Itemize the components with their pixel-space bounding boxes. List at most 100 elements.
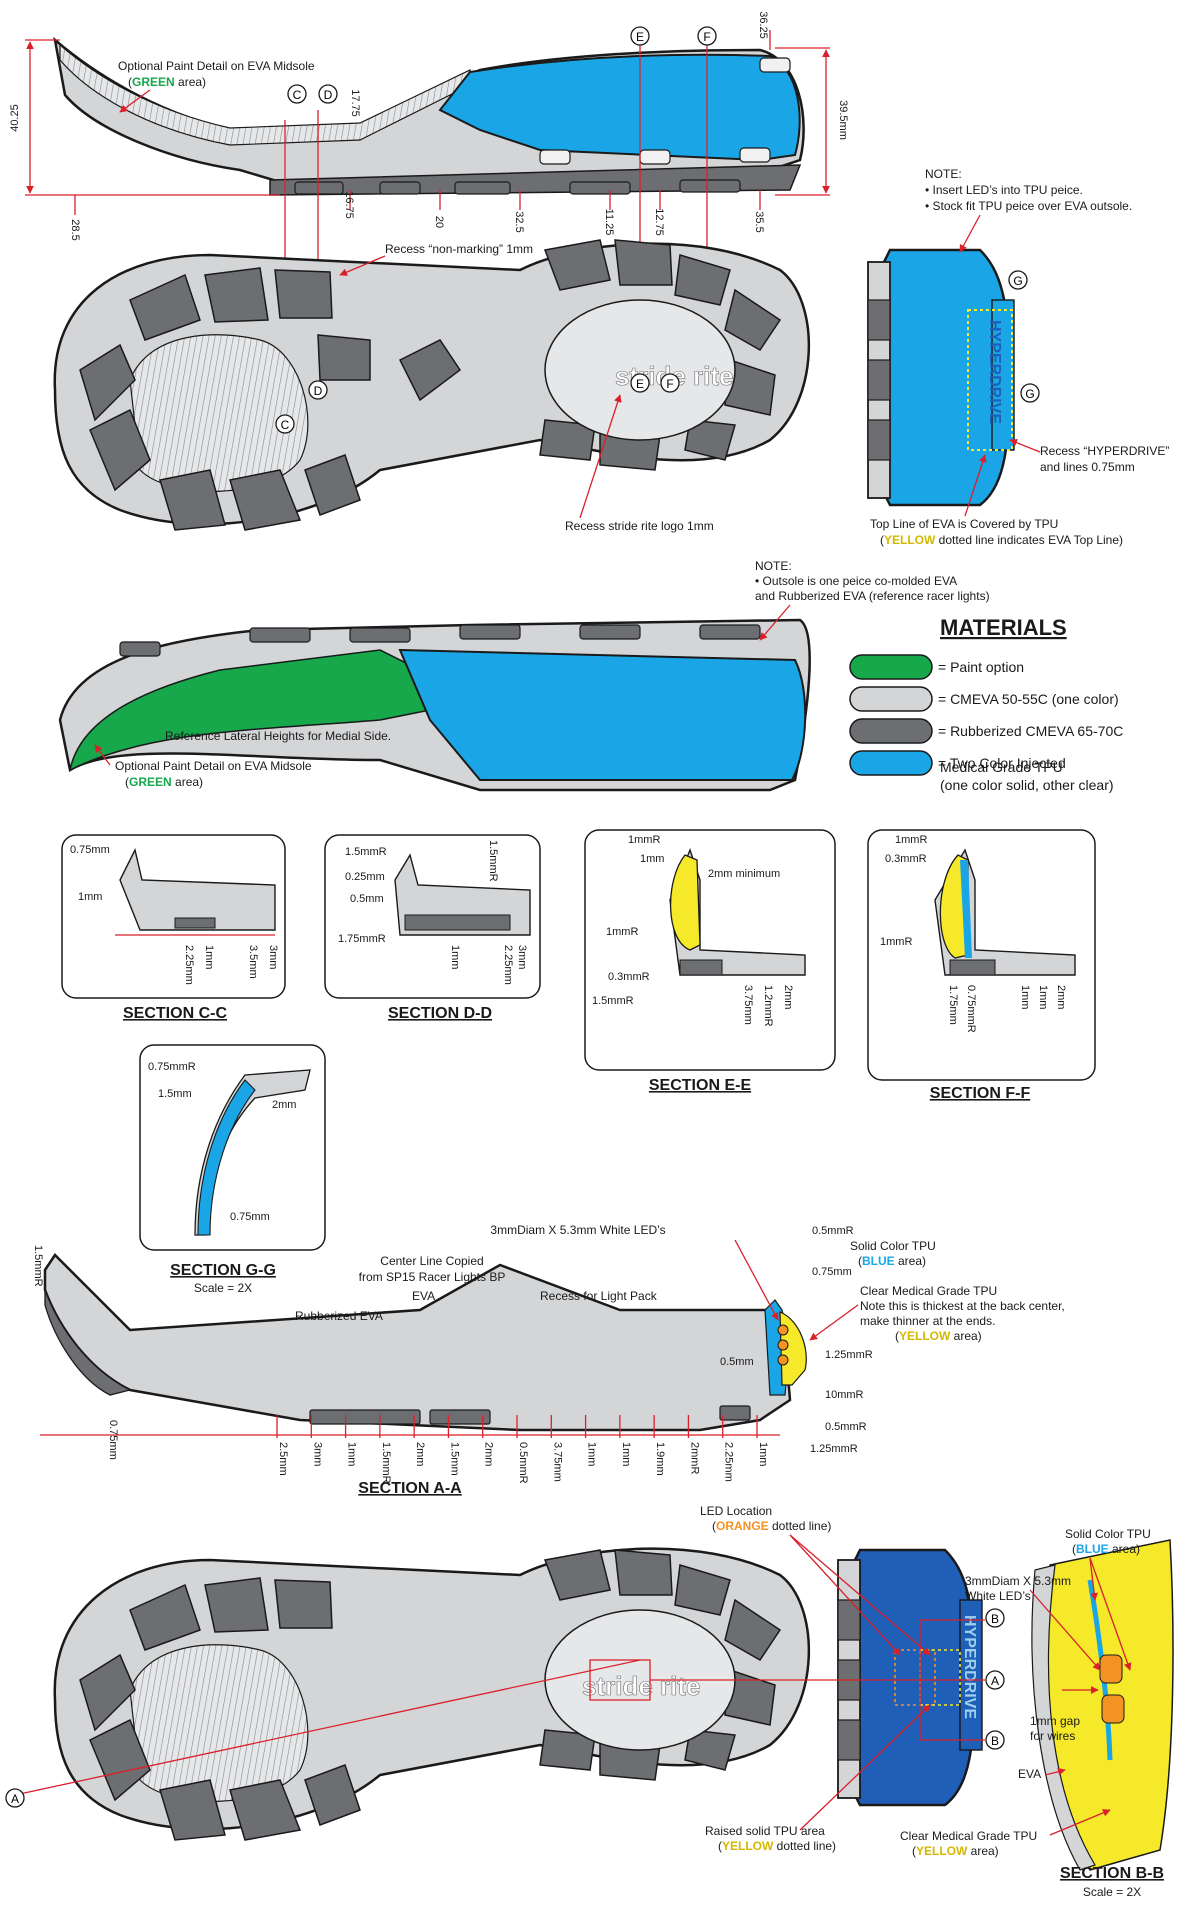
yellow-word-bb: YELLOW	[916, 1844, 968, 1858]
dim-bottom-2: 20	[433, 216, 445, 228]
material-label: = Paint option	[938, 659, 1024, 675]
paint-detail-top-line1: Optional Paint Detail on EVA Midsole	[118, 59, 315, 73]
marker-e-top-label: E	[636, 30, 644, 44]
ee-label-3: 1mmR	[606, 926, 638, 938]
section-cc-title: SECTION C-C	[123, 1005, 227, 1022]
clear-tpu-bb-rest: area)	[967, 1844, 998, 1858]
section-bb: Solid Color TPU (BLUE area) 3mmDiam X 5.…	[900, 1527, 1174, 1899]
ff-dim-2: 1mm	[1019, 985, 1031, 1009]
eva-label: EVA	[412, 1289, 435, 1303]
hyperdrive-wordmark-top: HYPERDRIVE	[986, 320, 1003, 424]
callout-raised-tpu: Raised solid TPU area (YELLOW dotted lin…	[705, 1704, 931, 1853]
aa-dim: 2mmR	[688, 1442, 700, 1474]
section-dd-title: SECTION D-D	[388, 1005, 492, 1022]
aa-label-6: 10mmR	[825, 1389, 864, 1401]
materials-title: MATERIALS	[940, 615, 1067, 640]
ee-label-5: 1.5mmR	[592, 995, 634, 1007]
aa-dim: 1mm	[620, 1442, 632, 1466]
marker-d-top: D	[318, 84, 338, 104]
led-location-rest: dotted line)	[769, 1519, 832, 1533]
paint-detail-top-line2: (GREEN area)	[128, 75, 206, 89]
recess-logo: Recess stride rite logo 1mm	[565, 519, 714, 533]
note-led-1: • Insert LED’s into TPU peice.	[925, 183, 1083, 197]
section-gg: 0.75mmR 1.5mm 2mm 0.75mm SECTION G-G Sca…	[139, 1044, 326, 1295]
stride-rite-logo-lower: stride rite	[582, 1671, 701, 1701]
aa-label-8: 1.25mmR	[810, 1443, 858, 1455]
gg-label-0: 0.75mmR	[148, 1061, 196, 1073]
cc-dim-2: 3.5mm	[247, 945, 259, 979]
note-outsole-2: and Rubberized EVA (reference racer ligh…	[755, 589, 990, 603]
section-aa-title: SECTION A-A	[358, 1480, 462, 1497]
center-line-1: from SP15 Racer Lights BP	[359, 1270, 506, 1284]
material-label: = Rubberized CMEVA 65-70C	[938, 723, 1123, 739]
aa-dim: 2mm	[483, 1442, 495, 1466]
dim-left-height: 40.25	[9, 104, 21, 132]
aa-dim: 1mm	[346, 1442, 358, 1466]
dim-right-height: 39.5mm	[837, 100, 849, 140]
marker-c-top-label: C	[293, 88, 302, 102]
marker-b-upper: B	[985, 1608, 1005, 1628]
ff-dim-4: 2mm	[1055, 985, 1067, 1009]
materials-extra-1: (one color solid, other clear)	[940, 777, 1114, 793]
marker-c-sole: C	[275, 414, 295, 434]
marker-d-sole-label: D	[314, 384, 323, 398]
led-spec: 3mmDiam X 5.3mm White LED’s	[490, 1223, 665, 1237]
yellow-word: YELLOW	[884, 533, 936, 547]
ff-label-2: 1mmR	[880, 936, 912, 948]
center-line-0: Center Line Copied	[380, 1254, 483, 1268]
marker-b-lower-label: B	[991, 1734, 999, 1748]
dd-label-1: 0.25mm	[345, 871, 385, 883]
section-gg-title: SECTION G-G	[170, 1262, 276, 1279]
marker-f-sole-label: F	[666, 377, 673, 391]
section-bb-title: SECTION B-B	[1060, 1865, 1164, 1882]
materials-legend: MATERIALS = Paint option= CMEVA 50-55C (…	[849, 615, 1123, 793]
ff-label-0: 1mmR	[895, 834, 927, 846]
material-swatch	[849, 686, 933, 712]
clear-tpu-1: Note this is thickest at the back center…	[860, 1299, 1065, 1313]
marker-a-lower: A	[5, 1788, 25, 1808]
cc-dim-3: 3mm	[267, 945, 279, 969]
ee-dim-2: 2mm	[782, 985, 794, 1009]
aa-dim: 2.5mm	[277, 1442, 289, 1476]
marker-a-right-label: A	[991, 1674, 999, 1688]
recess-hyperdrive-0: Recess “HYPERDRIVE”	[1040, 444, 1169, 458]
marker-e-sole: E	[630, 373, 650, 393]
aa-dim: 3.75mm	[551, 1442, 563, 1482]
marker-f-top: F	[697, 26, 717, 46]
ee-label-1: 1mm	[640, 853, 664, 865]
green-word: GREEN	[132, 75, 175, 89]
aa-label-7: 0.5mmR	[825, 1421, 867, 1433]
dd-dim-0: 1mm	[449, 945, 461, 969]
marker-g-lower-label: G	[1025, 387, 1034, 401]
yellow-word-raised: YELLOW	[722, 1839, 774, 1853]
area-word-side: area)	[172, 775, 203, 789]
clear-tpu-bb-0: Clear Medical Grade TPU	[900, 1829, 1037, 1843]
marker-c-top: C	[287, 84, 307, 104]
gap-wires-1: for wires	[1030, 1729, 1075, 1743]
dd-label-2: 0.5mm	[350, 893, 384, 905]
callout-led-location: LED Location (ORANGE dotted line)	[700, 1504, 931, 1656]
material-swatch	[849, 654, 933, 680]
section-aa-callouts: Center Line Copied from SP15 Racer Light…	[295, 1223, 1065, 1497]
dim-bottom-3: 32.5	[513, 211, 525, 232]
callout-top-line: Top Line of EVA is Covered by TPU (YELLO…	[870, 454, 1123, 547]
led-location-0: LED Location	[700, 1504, 772, 1518]
marker-a-right: A	[985, 1670, 1005, 1690]
hyperdrive-wordmark-lower: HYPERDRIVE	[961, 1615, 978, 1719]
note-outsole-1: • Outsole is one peice co-molded EVA	[755, 574, 957, 588]
ff-label-1: 0.3mmR	[885, 853, 927, 865]
reference-heights: Reference Lateral Heights for Medial Sid…	[165, 729, 391, 743]
side-view-medial	[58, 618, 811, 792]
marker-d-sole: D	[308, 380, 328, 400]
led-location-1: (ORANGE dotted line)	[712, 1519, 831, 1533]
recess-hyperdrive-1: and lines 0.75mm	[1040, 460, 1135, 474]
gg-label-2: 2mm	[272, 1099, 296, 1111]
raised-tpu-0: Raised solid TPU area	[705, 1824, 825, 1838]
solid-tpu-bb-1: (BLUE area)	[1072, 1542, 1140, 1556]
marker-g-upper-label: G	[1013, 274, 1022, 288]
section-ee-title: SECTION E-E	[649, 1077, 752, 1094]
aa-label-1: 0.75mm	[107, 1420, 119, 1460]
note-outsole-0: NOTE:	[755, 559, 792, 573]
dd-label-3: 1.75mmR	[338, 933, 386, 945]
